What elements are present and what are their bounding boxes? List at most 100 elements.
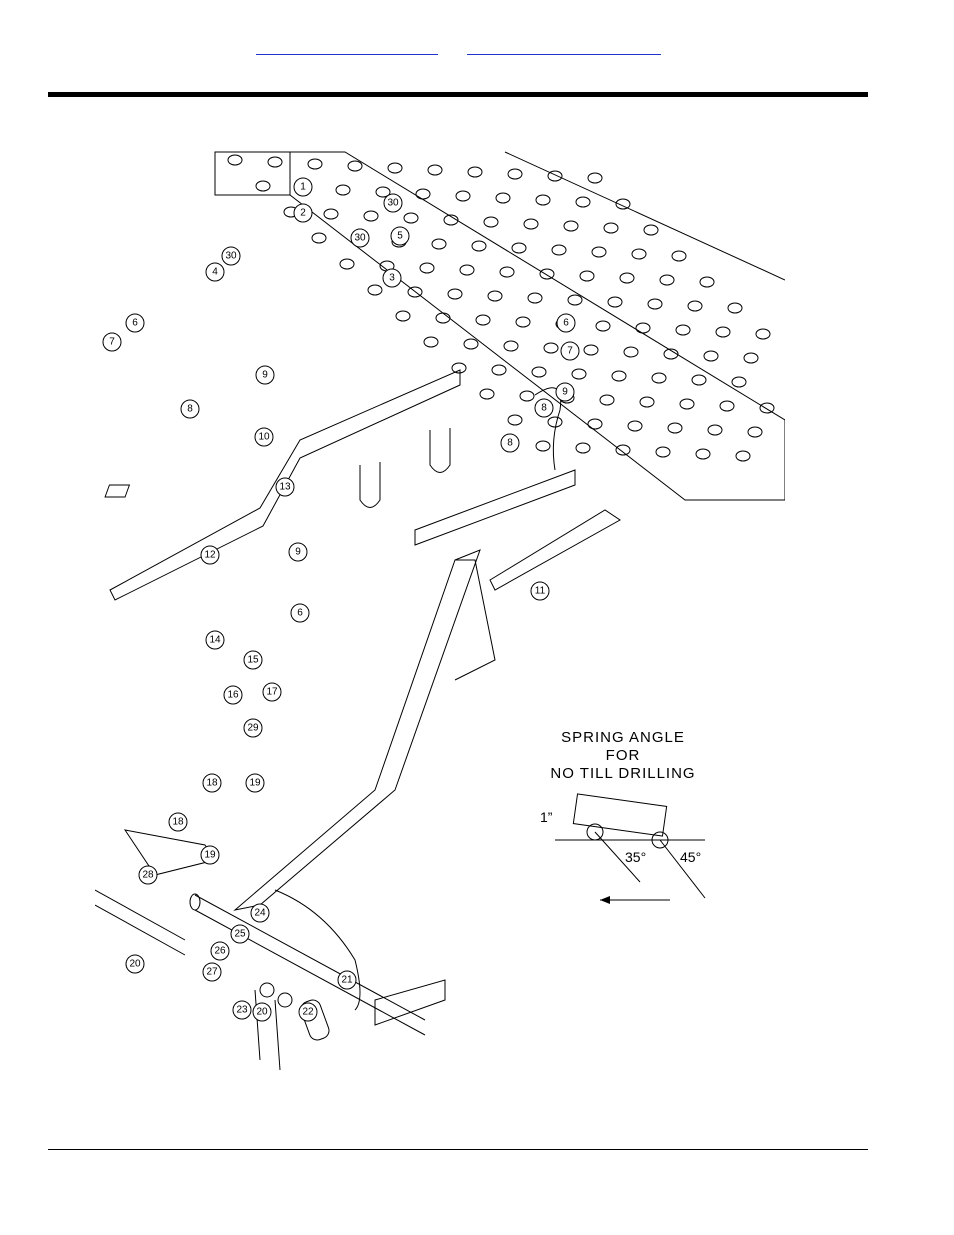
hole: [612, 371, 626, 381]
callout-number: 13: [279, 482, 291, 493]
hole: [428, 165, 442, 175]
hole: [456, 191, 470, 201]
hole: [676, 325, 690, 335]
hole: [452, 363, 466, 373]
callout-number: 9: [562, 387, 568, 398]
hole: [688, 301, 702, 311]
callout-number: 20: [256, 1007, 268, 1018]
hole: [476, 315, 490, 325]
callout-number: 27: [206, 967, 218, 978]
hole: [436, 313, 450, 323]
hole: [608, 297, 622, 307]
callout-number: 30: [387, 198, 399, 209]
hole: [504, 341, 518, 351]
hole: [472, 241, 486, 251]
hole: [388, 163, 402, 173]
hole: [588, 419, 602, 429]
hole: [592, 247, 606, 257]
hole: [532, 367, 546, 377]
callout-number: 21: [341, 975, 353, 986]
hole: [420, 263, 434, 273]
hole: [548, 417, 562, 427]
spring-angle-note: SPRING ANGLE FOR NO TILL DRILLING 1” 35°…: [540, 729, 705, 904]
hole: [656, 447, 670, 457]
hole: [564, 221, 578, 231]
note-line: SPRING ANGLE: [561, 729, 685, 746]
hole: [228, 155, 242, 165]
hole: [576, 197, 590, 207]
hole: [364, 211, 378, 221]
hole: [736, 451, 750, 461]
callout-number: 15: [247, 655, 259, 666]
callout-number: 8: [507, 438, 513, 449]
hole: [500, 267, 514, 277]
hole: [680, 399, 694, 409]
hole: [708, 425, 722, 435]
hole: [508, 169, 522, 179]
callout-number: 6: [563, 318, 569, 329]
hole: [604, 223, 618, 233]
callout-number: 26: [214, 946, 226, 957]
callout-number: 10: [258, 432, 270, 443]
hole: [644, 225, 658, 235]
callout-number: 18: [172, 817, 184, 828]
header-link[interactable]: [467, 40, 661, 55]
hole: [524, 219, 538, 229]
hole: [696, 449, 710, 459]
callout-number: 6: [132, 318, 138, 329]
hole: [512, 243, 526, 253]
callout-number: 23: [236, 1005, 248, 1016]
hole: [728, 303, 742, 313]
spring-arm: [235, 550, 495, 910]
hole: [468, 167, 482, 177]
bottom-rule: [48, 1149, 868, 1150]
callout-number: 20: [129, 959, 141, 970]
hole: [648, 299, 662, 309]
callout-number: 12: [204, 550, 216, 561]
hole: [732, 377, 746, 387]
hole: [660, 275, 674, 285]
hole: [624, 347, 638, 357]
hole: [536, 441, 550, 451]
parts-diagram: 1230303034567678998108912116131415162917…: [95, 140, 785, 1080]
hole: [540, 269, 554, 279]
callout-number: 8: [541, 403, 547, 414]
callout-number: 22: [302, 1007, 314, 1018]
hole: [704, 351, 718, 361]
callout-number: 18: [206, 778, 218, 789]
header-link[interactable]: [256, 40, 438, 55]
hole: [716, 327, 730, 337]
callout-group: 1230303034567678998108912116131415162917…: [103, 178, 579, 1021]
hole: [632, 249, 646, 259]
hole: [460, 265, 474, 275]
top-rule: [48, 92, 868, 97]
hole: [588, 173, 602, 183]
hole: [424, 337, 438, 347]
hole: [700, 277, 714, 287]
hole: [636, 323, 650, 333]
hole: [256, 181, 270, 191]
callout-number: 7: [109, 337, 115, 348]
hole: [568, 295, 582, 305]
note-line: NO TILL DRILLING: [550, 765, 695, 782]
hole: [348, 161, 362, 171]
hole: [416, 189, 430, 199]
hole: [336, 185, 350, 195]
callout-number: 4: [212, 267, 218, 278]
callout-number: 9: [295, 547, 301, 558]
callout-number: 2: [300, 208, 306, 219]
dimension-label: 1”: [540, 809, 553, 825]
callout-number: 11: [535, 586, 546, 597]
hole: [552, 245, 566, 255]
callout-number: 24: [254, 908, 266, 919]
hole: [464, 339, 478, 349]
right-bracket: [415, 388, 620, 590]
angle-label: 35°: [625, 849, 646, 865]
hole: [480, 389, 494, 399]
hole: [584, 345, 598, 355]
hole: [516, 317, 530, 327]
hole: [760, 403, 774, 413]
note-line: FOR: [606, 747, 641, 764]
callout-number: 9: [262, 370, 268, 381]
hole: [340, 259, 354, 269]
